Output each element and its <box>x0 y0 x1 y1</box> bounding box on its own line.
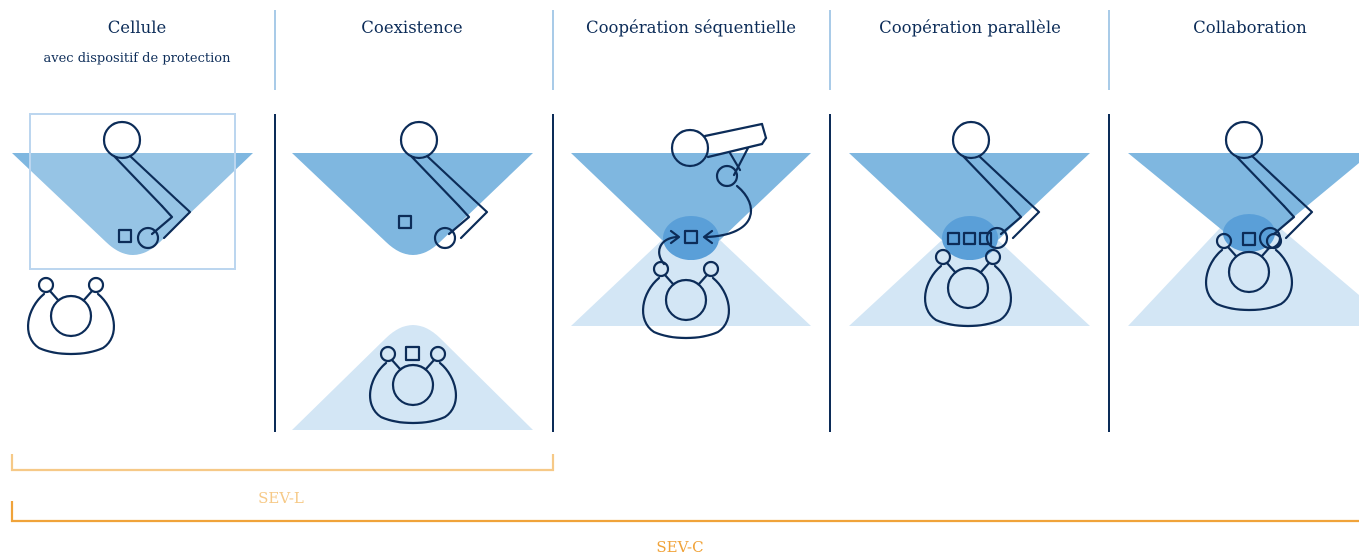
shared-workspace-zone <box>942 216 998 260</box>
protective-cell-frame <box>29 113 236 270</box>
workpiece-icon <box>978 231 993 246</box>
handover-arrow <box>658 235 679 266</box>
robot-workspace-zone <box>849 153 1090 253</box>
column-title-collaboration: Collaboration <box>1193 18 1307 37</box>
panel-cooperation-parallele <box>849 120 1090 328</box>
column-dividers <box>274 10 1110 432</box>
sev-c-label: SEV-C <box>656 538 703 556</box>
panel-collaboration <box>1128 120 1359 326</box>
sev-l-bracket-line <box>10 454 555 472</box>
human-operator-icon <box>26 276 116 356</box>
robot-workspace-zone <box>12 153 253 255</box>
workpiece-icon <box>683 229 699 245</box>
shared-workspace-zone <box>663 216 719 260</box>
column-title-cooperation-sequentielle: Coopération séquentielle <box>586 18 796 37</box>
panel-cooperation-sequentielle <box>571 122 811 340</box>
robot-workspace-zone <box>1128 153 1359 243</box>
arrow-head <box>702 229 714 245</box>
workpiece-icon <box>962 231 977 246</box>
sev-c-bracket: SEV-C <box>10 501 1359 556</box>
column-title-cellule: Cellule <box>108 18 167 37</box>
human-workspace-zone <box>1128 217 1359 326</box>
workpiece-icon <box>404 345 421 362</box>
panel-coexistence <box>292 120 533 430</box>
sev-l-bracket: SEV-L <box>10 454 555 507</box>
robot-arm-icon <box>670 122 768 188</box>
robot-workspace-zone <box>571 153 811 253</box>
column-subtitle-cellule: avec dispositif de protection <box>44 51 232 66</box>
workpiece-icon <box>946 231 961 246</box>
column-title-cooperation-parallele: Coopération parallèle <box>879 18 1061 37</box>
panel-cellule <box>12 113 253 356</box>
sev-c-bracket-line <box>10 501 1359 523</box>
workpiece-icon <box>117 228 133 244</box>
column-title-coexistence: Coexistence <box>361 18 462 37</box>
handover-arrow <box>704 184 753 239</box>
robot-workspace-zone <box>292 153 533 255</box>
workpiece-icon <box>1241 231 1257 247</box>
workpiece-icon <box>397 214 413 230</box>
arrow-head <box>669 229 681 245</box>
human-workspace-zone <box>292 325 533 430</box>
human-workspace-zone <box>571 227 811 326</box>
column-titles: Cellule avec dispositif de protection Co… <box>44 18 1308 66</box>
sev-l-label: SEV-L <box>258 489 304 507</box>
human-workspace-zone <box>849 227 1090 326</box>
